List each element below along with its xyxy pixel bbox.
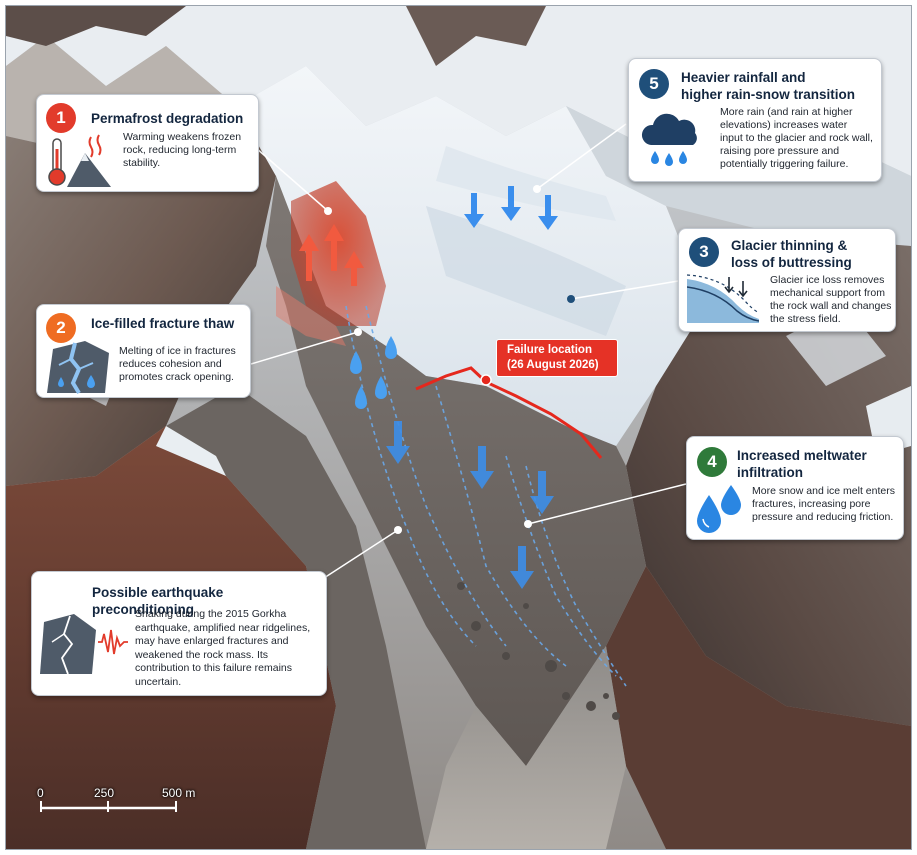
diagram-frame: 1 Permafrost degradation Warming weakens… — [5, 5, 912, 850]
glacier-profile-icon — [687, 274, 759, 323]
scale-label-0: 0 — [37, 786, 44, 800]
callout-title: Glacier thinning & loss of buttressing — [731, 238, 852, 270]
callout-title: Ice-filled fracture thaw — [91, 316, 235, 331]
cracked-rock-water-icon — [47, 341, 109, 395]
callout-permafrost-degradation: 1 Permafrost degradation Warming weakens… — [36, 94, 259, 192]
callout-earthquake-preconditioning: Possible earthquake preconditioning Shak… — [31, 571, 327, 696]
callout-description: Warming weakens frozen rock, reducing lo… — [123, 131, 242, 169]
scale-label-500: 500 m — [162, 786, 196, 800]
thermometer-mountain-icon — [48, 134, 111, 187]
callout-glacier-thinning: 3 Glacier thinning & loss of buttressing… — [678, 228, 896, 332]
callout-title: Permafrost degradation — [91, 111, 244, 126]
callout-title: Increased meltwater infiltration — [737, 448, 867, 480]
callout-description: Glacier ice loss removes mechanical supp… — [770, 274, 892, 325]
scale-label-250: 250 — [94, 786, 115, 800]
scale-bar: 0 250 500 m — [36, 786, 226, 826]
callout-title: Possible earthquake preconditioning — [92, 585, 224, 617]
callout-ice-fracture-thaw: 2 Ice-filled fracture thaw Melting of ic… — [36, 304, 251, 398]
seismic-rock-icon — [40, 614, 128, 675]
callout-badge-3: 3 — [689, 237, 719, 267]
callout-badge-5: 5 — [639, 69, 669, 99]
callout-description: Melting of ice in fractures reduces cohe… — [119, 345, 236, 383]
callout-badge-1: 1 — [46, 103, 76, 133]
callout-description: Shaking during the 2015 Gorkha earthquak… — [135, 608, 311, 688]
callout-description: More rain (and rain at higher elevations… — [720, 106, 873, 170]
water-drops-icon — [697, 485, 741, 533]
failure-location-label: Failure location (26 August 2026) — [496, 339, 618, 377]
callout-rainfall-transition: 5 Heavier rainfall and higher rain-snow … — [628, 58, 882, 182]
callout-meltwater-infiltration: 4 Increased meltwater infiltration More … — [686, 436, 904, 540]
callout-title: Heavier rainfall and higher rain-snow tr… — [681, 70, 856, 102]
scale-bar-line — [40, 801, 177, 812]
callout-badge-2: 2 — [46, 313, 76, 343]
rain-cloud-icon — [641, 113, 697, 166]
callout-badge-4: 4 — [697, 447, 727, 477]
callout-description: More snow and ice melt enters fractures,… — [752, 485, 895, 523]
